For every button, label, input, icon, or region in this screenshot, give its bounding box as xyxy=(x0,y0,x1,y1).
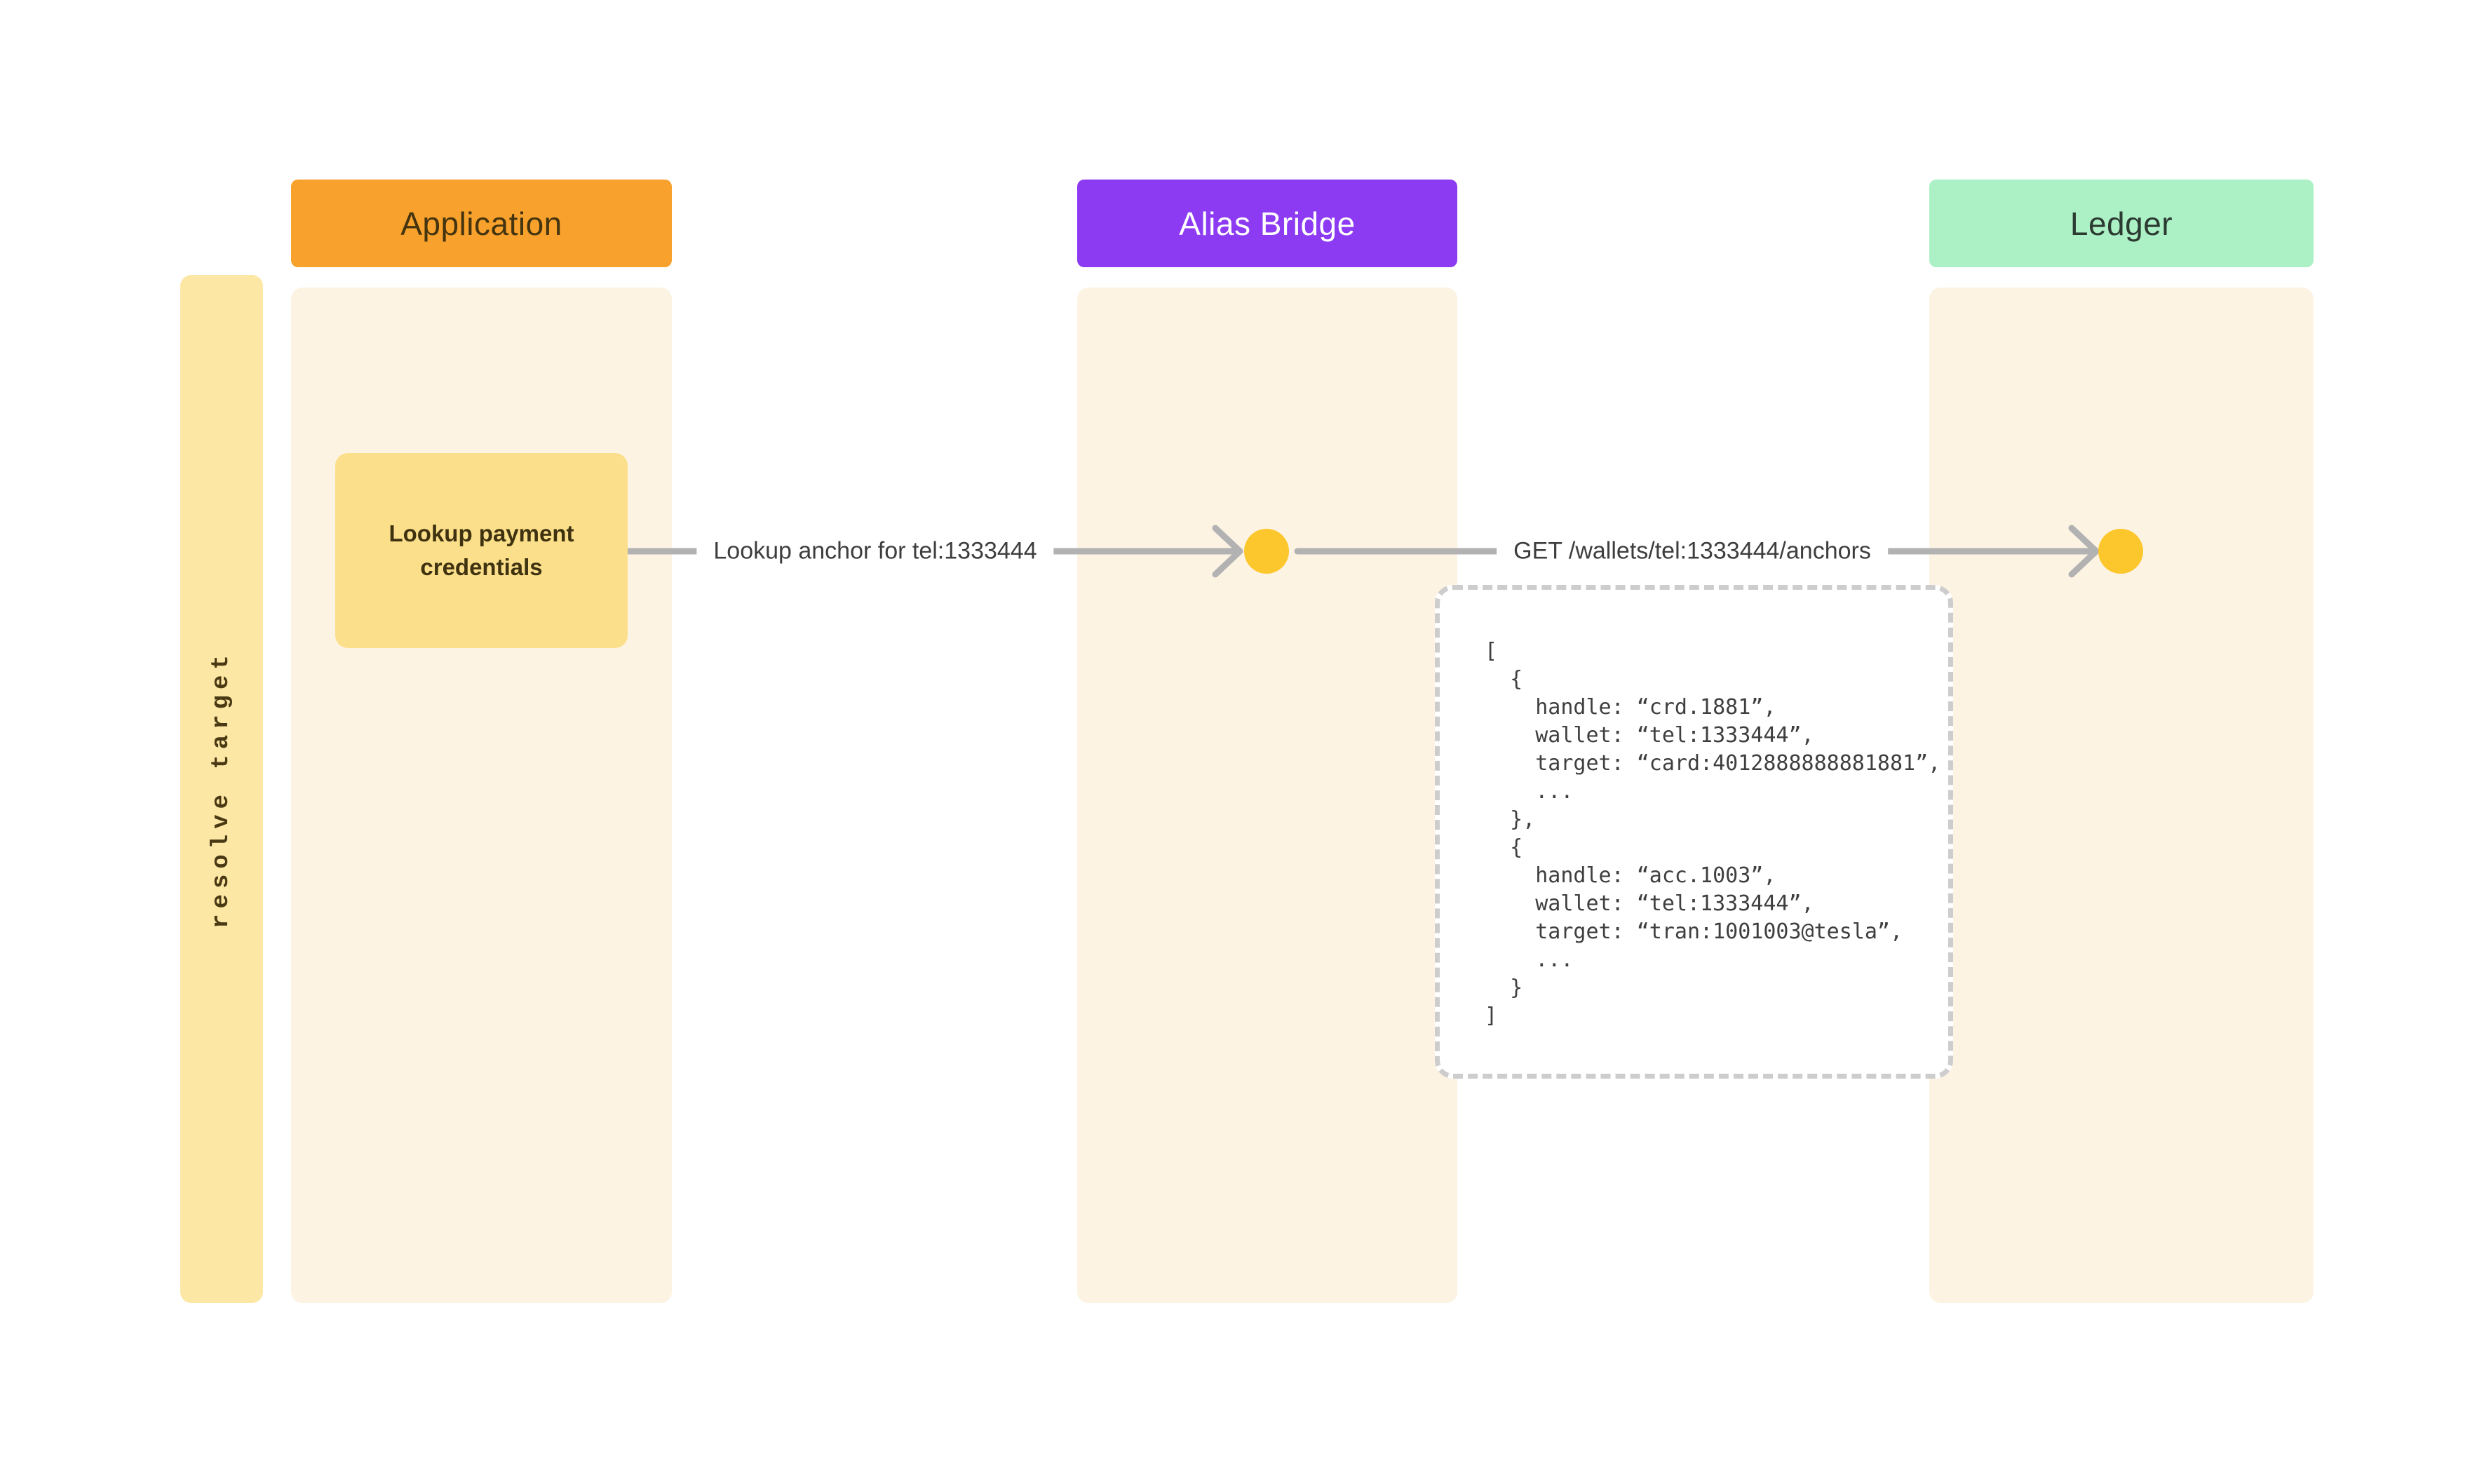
lane-header-alias-bridge-label: Alias Bridge xyxy=(1179,205,1356,242)
lane-header-application-label: Application xyxy=(400,205,562,242)
response-payload-box: [ { handle: “crd.1881”, wallet: “tel:133… xyxy=(1435,585,1953,1079)
arrowhead-icon xyxy=(2068,525,2100,578)
phase-label: resolve target xyxy=(208,649,235,929)
arrowhead-icon xyxy=(1212,525,1243,578)
node-dot xyxy=(2098,529,2143,574)
lane-header-ledger: Ledger xyxy=(1929,180,2314,267)
lane-application xyxy=(291,288,672,1303)
lane-header-ledger-label: Ledger xyxy=(2070,205,2173,242)
node-dot xyxy=(1244,529,1289,574)
message-label-2: GET /wallets/tel:1333444/anchors xyxy=(1497,533,1888,569)
task-box-label: Lookup payment credentials xyxy=(389,520,574,580)
lane-alias-bridge xyxy=(1077,288,1457,1303)
lane-ledger xyxy=(1929,288,2314,1303)
lane-header-application: Application xyxy=(291,180,672,267)
task-box: Lookup payment credentials xyxy=(335,453,628,648)
response-payload-code: [ { handle: “crd.1881”, wallet: “tel:133… xyxy=(1485,639,1941,1028)
lane-header-alias-bridge: Alias Bridge xyxy=(1077,180,1457,267)
phase-bar: resolve target xyxy=(180,275,263,1303)
message-label-1: Lookup anchor for tel:1333444 xyxy=(696,533,1054,569)
